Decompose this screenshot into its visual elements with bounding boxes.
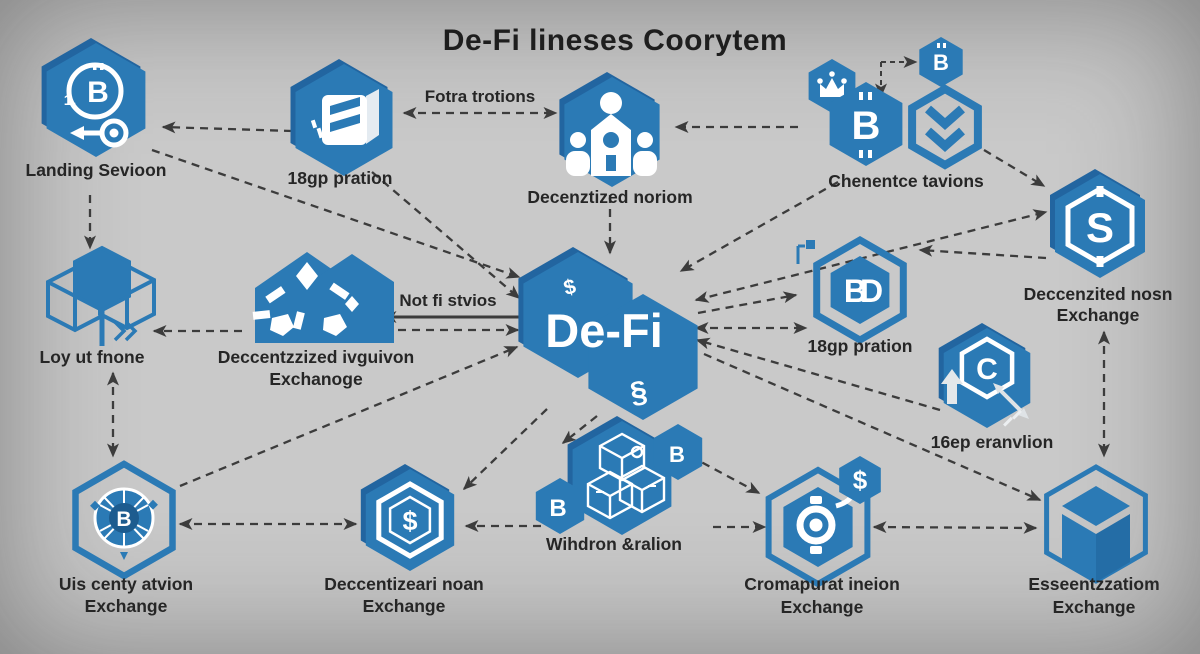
detail-square	[806, 240, 815, 249]
node-noriom: Decenztized noriom	[527, 72, 693, 207]
bitcoin-glyph-left: B	[549, 495, 566, 522]
node-label-2: Exchange	[363, 596, 446, 616]
arrow-nosn-to-integration-right	[918, 244, 1047, 260]
dollar-hexagon	[839, 456, 881, 504]
node-integration-top: 18gp pration	[287, 59, 393, 188]
node-label: Uis centy atvion	[59, 574, 193, 594]
svg-text:1.: 1.	[64, 92, 77, 109]
node-label: Landing Sevioon	[26, 160, 167, 180]
defi-label: De-Fi	[545, 304, 663, 357]
faceted-globe-bitcoin-icon: B	[90, 487, 158, 560]
arrow-uis-to-defi	[179, 345, 519, 488]
edge-label-fotra: Fotra trotions	[425, 87, 536, 106]
isometric-cube-icon	[1062, 486, 1130, 582]
arrow-defi-to-integration-right	[697, 291, 798, 315]
dollar-glyph: $	[853, 465, 868, 495]
bitcoin-hexagon-large	[829, 82, 903, 166]
node-label: Esseentzzatiom	[1028, 574, 1159, 594]
node-label: 16ep eranvlion	[931, 432, 1054, 452]
arrow-integration-to-defi	[371, 171, 521, 299]
node-noan: $ Deccentizeari noan Exchange	[324, 464, 484, 616]
svg-text:B: B	[852, 104, 881, 148]
hexagon-small-left	[535, 478, 585, 534]
node-integration-right: BD 18gp pration	[796, 235, 913, 356]
hexagon	[46, 43, 146, 157]
arrow-defi-to-esseentzz	[703, 352, 1042, 502]
hexagon-outline	[72, 460, 176, 580]
arrow-cromapurat-esseentzz	[872, 521, 1038, 534]
people-group-icon	[566, 92, 657, 176]
hexagon-outline	[813, 235, 907, 345]
arrow-landing-to-defi	[151, 148, 521, 279]
node-label: Decenztized noriom	[527, 187, 692, 207]
node-label: Wihdron &ralion	[546, 534, 682, 554]
node-wihdron: B B Wihdron &ralion	[535, 416, 703, 554]
node-ivguivon: Deccentzzized ivguivon Exchanoge	[218, 252, 414, 389]
node-loy: Loy ut fnone	[40, 245, 156, 367]
node-nosn: S Deccenzited nosn Exchange	[1024, 169, 1173, 325]
node-landing-service: B 1. Landing Sevioon	[26, 38, 167, 180]
c-hexagon-arrows-icon: C	[941, 336, 1029, 427]
chevron-hexagon	[908, 84, 982, 170]
svg-text:S: S	[1086, 204, 1114, 251]
node-label: 18gp pration	[287, 168, 392, 188]
node-label-2: Exchange	[85, 596, 168, 616]
node-label-2: Exchange	[1053, 597, 1136, 617]
svg-text:C: C	[976, 353, 998, 386]
node-chenentce: B B Chenentce tavions	[808, 37, 984, 191]
arrow-chevron-to-nosn	[983, 149, 1046, 187]
edge-label-notfi: Not fi stvios	[399, 291, 496, 310]
currency-s-hexagon-icon: S	[1065, 186, 1135, 267]
stacked-wireframe-boxes-icon	[586, 432, 666, 520]
striped-cube-icon	[310, 89, 379, 145]
bitcoin-hexagon-small	[919, 37, 963, 87]
arrow-defi-to-noan	[462, 408, 548, 491]
arrow-eranvlion-to-defi	[695, 337, 941, 412]
node-defi-hub: $ § De-Fi	[518, 247, 698, 420]
node-esseentzz: Esseentzzatiom Exchange	[1028, 464, 1160, 617]
node-label: Deccenzited nosn	[1024, 284, 1173, 304]
section-glyph: §	[628, 375, 650, 410]
nested-hexagon-dollar-icon: $	[376, 481, 444, 559]
bitcoin-icon-small: B	[933, 43, 949, 75]
bitcoin-icon-large: B	[852, 92, 881, 158]
node-label: Chenentce tavions	[828, 171, 984, 191]
node-label-2: Exchange	[1057, 305, 1140, 325]
node-eranvlion: C 16ep eranvlion	[931, 323, 1054, 452]
svg-text:B: B	[933, 50, 949, 75]
node-label: Deccentizeari noan	[324, 574, 484, 594]
arrow-defi-to-wihdron	[561, 415, 598, 444]
crown-icon	[817, 71, 847, 97]
svg-text:B: B	[87, 76, 109, 109]
svg-text:$: $	[402, 506, 417, 536]
node-label: Deccentzzized ivguivon	[218, 347, 414, 367]
arrow-tip	[70, 126, 84, 140]
bitcoin-lending-magnifier-icon: B 1.	[64, 62, 129, 148]
connection-arrows	[84, 56, 1110, 534]
node-label-2: Exchange	[781, 597, 864, 617]
node-label-2: Exchanoge	[269, 369, 363, 389]
detail-bracket	[796, 244, 805, 264]
node-cromapurat: $ Cromapurat ineion Exchange	[744, 456, 900, 617]
shattered-fragments-icon	[252, 262, 359, 336]
double-chevron-icon	[925, 105, 965, 153]
hexagon-small-right	[653, 424, 703, 480]
diagram-title: De-Fi lineses Coorytem	[443, 24, 787, 57]
hexagon-inner	[830, 256, 890, 324]
hexagon-right	[588, 294, 698, 420]
wireframe-cubes-icon	[46, 245, 156, 346]
arrow-defi-nosn	[694, 209, 1048, 303]
bitcoin-glyph-right: B	[669, 442, 685, 467]
node-uis: B Uis centy atvion Exchange	[59, 460, 193, 616]
arrow-chenentce-to-defi	[679, 180, 839, 273]
arrow-integration-to-landing	[161, 121, 293, 134]
node-label: Cromapurat ineion	[744, 574, 900, 594]
svg-text:B: B	[116, 508, 131, 531]
node-label: Loy ut fnone	[40, 347, 145, 367]
node-label: 18gp pration	[807, 336, 912, 356]
